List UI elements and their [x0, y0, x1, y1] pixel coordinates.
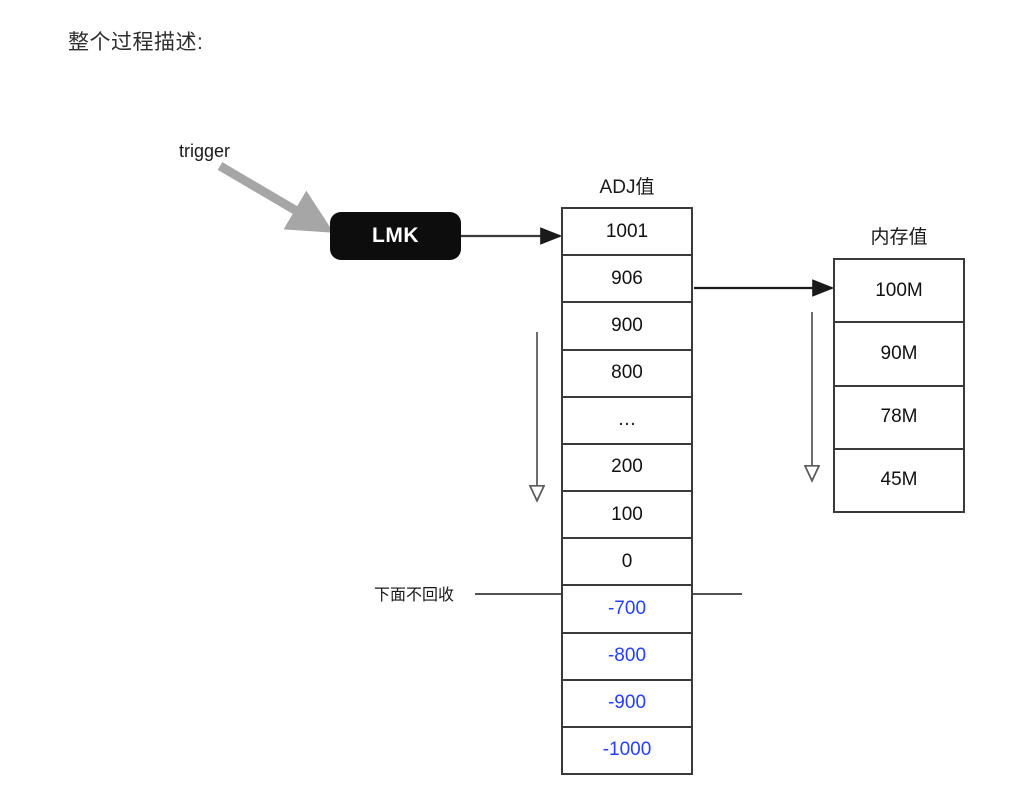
adj-cell-ellipsis: … — [563, 398, 691, 445]
lmk-node-label: LMK — [372, 224, 419, 247]
adj-cell: 906 — [563, 256, 691, 304]
memory-cell: 78M — [835, 387, 963, 450]
adj-cell: 0 — [563, 539, 691, 587]
adj-cell: 100 — [563, 492, 691, 540]
memory-cell: 100M — [835, 260, 963, 324]
memory-table: 100M 90M 78M 45M — [833, 258, 965, 513]
adj-cell: -900 — [563, 681, 691, 728]
adj-cell: -700 — [563, 586, 691, 634]
trigger-label: trigger — [179, 141, 231, 161]
gray-diagonal-arrow-icon — [217, 162, 334, 233]
lmk-node[interactable]: LMK — [330, 212, 461, 260]
adj-table: 1001 906 900 800 … 200 100 0 -700 -800 -… — [561, 207, 693, 775]
adj-cell: -1000 — [602, 739, 652, 761]
adj-cell: 200 — [563, 445, 691, 493]
adj-cell: 800 — [563, 351, 691, 398]
memory-cell: 45M — [880, 469, 918, 491]
adj-cell: -800 — [563, 634, 691, 681]
memory-cell: 90M — [835, 323, 963, 387]
adj-cell: 900 — [563, 303, 691, 351]
page-title: 整个过程描述: — [68, 31, 204, 54]
adj-cell: 1001 — [563, 209, 691, 257]
no-reclaim-label: 下面不回收 — [374, 587, 455, 604]
memory-table-caption: 内存值 — [870, 227, 928, 248]
adj-table-caption: ADJ值 — [599, 177, 655, 198]
